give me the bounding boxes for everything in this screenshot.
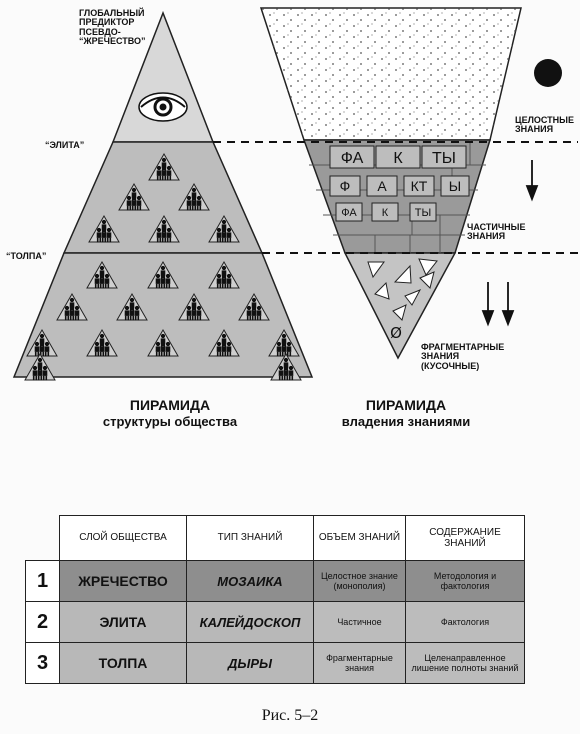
society-layer: ТОЛПА — [59, 642, 187, 684]
knowledge-caption: ПИРАМИДА владения знаниями — [316, 398, 496, 428]
society-caption-title: ПИРАМИДА — [129, 397, 211, 413]
fact-brick-text: ТЫ — [415, 207, 431, 219]
null-symbol: Ø — [390, 324, 402, 342]
fact-brick-text: ФА — [341, 207, 357, 219]
knowledge-volume: Фрагментарные знания — [313, 642, 406, 684]
fact-brick-text: Ы — [449, 178, 461, 194]
pyramids-diagram: ФА К ТЫ Ф А КТ Ы ФА К ТЫ — [12, 7, 578, 500]
knowledge-content: Целенаправленное лишение полноты знаний — [404, 642, 526, 684]
fragment-label: ФРАГМЕНТАРНЫЕ ЗНАНИЯ (КУСОЧНЫЕ) — [421, 342, 505, 371]
society-caption: ПИРАМИДА структуры общества — [80, 398, 260, 428]
row-number: 1 — [25, 560, 60, 602]
figure-caption: Рис. 5–2 — [261, 707, 319, 724]
holistic-label: ЦЕЛОСТНЫЕ ЗНАНИЯ — [515, 115, 574, 135]
facts-row-1: ФА К ТЫ — [329, 145, 467, 169]
knowledge-type: ДЫРЫ — [186, 642, 314, 684]
fact-brick-text: ТЫ — [432, 150, 456, 167]
knowledge-volume: Целостное знание (монополия) — [313, 560, 406, 602]
knowledge-content: Фактология — [404, 601, 526, 643]
fact-brick-text: ФА — [341, 150, 364, 167]
header-content: СОДЕРЖАНИЕ ЗНАНИЙ — [404, 515, 526, 561]
society-pyramid — [12, 10, 314, 380]
fact-brick-text: А — [377, 178, 387, 194]
knowledge-content: Методология и фактология — [404, 560, 526, 602]
fact-brick-text: КТ — [411, 178, 428, 194]
crowd-label: “ТОЛПА” — [6, 251, 47, 261]
table-header-row: СЛОЙ ОБЩЕСТВА ТИП ЗНАНИЙ ОБЪЕМ ЗНАНИЙ СО… — [26, 515, 526, 561]
knowledge-type: КАЛЕЙДОСКОП — [186, 601, 314, 643]
header-layer: СЛОЙ ОБЩЕСТВА — [59, 515, 187, 561]
knowledge-table: СЛОЙ ОБЩЕСТВА ТИП ЗНАНИЙ ОБЪЕМ ЗНАНИЙ СО… — [25, 515, 526, 684]
table-row: 2 ЭЛИТА КАЛЕЙДОСКОП Частичное Фактология — [25, 601, 526, 643]
fact-brick-text: К — [382, 207, 389, 219]
fact-brick-text: К — [393, 150, 403, 167]
apex-label: ГЛОБАЛЬНЫЙ ПРЕДИКТОР ПСЕВДО- “ЖРЕЧЕСТВО” — [79, 8, 146, 47]
elite-label: “ЭЛИТА” — [45, 140, 85, 150]
society-layer: ЭЛИТА — [59, 601, 187, 643]
knowledge-volume: Частичное — [313, 601, 406, 643]
header-type: ТИП ЗНАНИЙ — [186, 515, 314, 561]
society-layer: ЖРЕЧЕСТВО — [59, 560, 187, 602]
facts-row-3: ФА К ТЫ — [335, 202, 437, 222]
sphere-icon — [534, 59, 562, 87]
crowd-tier — [12, 252, 314, 378]
downward-arrows — [481, 160, 539, 327]
facts-row-2: Ф А КТ Ы — [329, 175, 470, 197]
table-row: 3 ТОЛПА ДЫРЫ Фрагментарные знания Целена… — [25, 642, 526, 684]
knowledge-pyramid: ФА К ТЫ Ф А КТ Ы ФА К ТЫ — [259, 7, 562, 360]
society-caption-sub: структуры общества — [102, 413, 238, 429]
knowledge-caption-sub: владения знаниями — [341, 413, 471, 429]
knowledge-caption-title: ПИРАМИДА — [365, 397, 447, 413]
row-number: 2 — [25, 601, 60, 643]
table-row: 1 ЖРЕЧЕСТВО МОЗАИКА Целостное знание (мо… — [25, 560, 526, 602]
row-number: 3 — [25, 642, 60, 684]
partial-label: ЧАСТИЧНЫЕ ЗНАНИЯ — [467, 222, 526, 242]
fragment-shards — [367, 258, 438, 321]
header-volume: ОБЪЕМ ЗНАНИЙ — [313, 515, 406, 561]
knowledge-type: МОЗАИКА — [186, 560, 314, 602]
fact-brick-text: Ф — [340, 178, 351, 194]
eye-icon — [138, 92, 188, 122]
